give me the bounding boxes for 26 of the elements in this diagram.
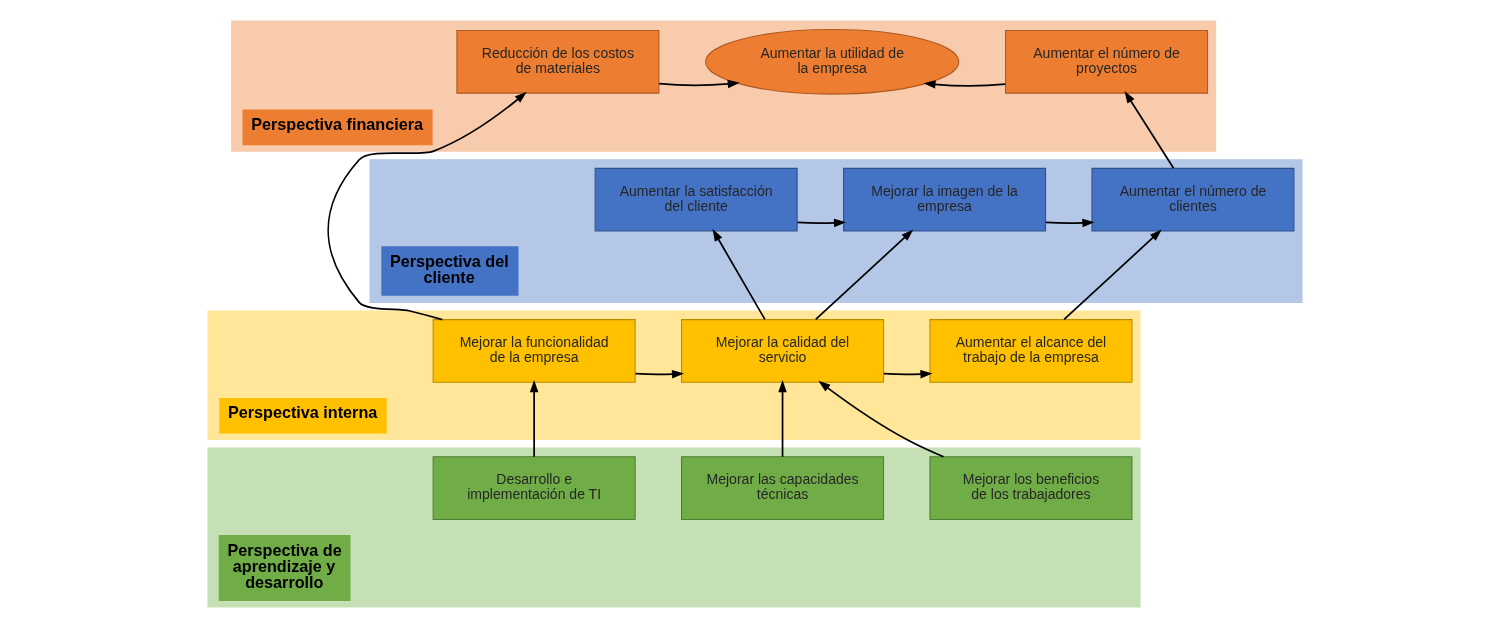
arrow [817,380,944,458]
node-box: Aumentar el alcance del trabajo de la empresa [928,319,1132,383]
node-box: Aumentar la satisfacción del cliente [594,167,798,232]
arrow [882,369,932,379]
arrow [777,380,787,458]
node-box: Mejorar la imagen de la empresa [842,167,1046,232]
node-box: Mejorar las capacidades técnicas [680,456,884,520]
arrow [326,91,527,321]
arrow [1062,229,1162,321]
arrow [712,229,766,321]
node-box: Mejorar los beneficios de los trabajadores [928,456,1132,520]
node-box: Desarrollo e implementación de TI [432,456,636,520]
arrow [1123,91,1174,170]
node-box: Mejorar la calidad del servicio [680,319,884,383]
arrow [814,229,913,321]
node-box: Mejorar la funcionalidad de la empresa [432,319,636,383]
node-box: Reducción de los costos de materiales [455,29,659,94]
node-box: Aumentar el número de proyectos [1004,29,1208,94]
node-ellipse: Aumentar la utilidad de la empresa [704,29,959,95]
arrow [529,380,538,458]
arrow [796,218,846,228]
node-box: Aumentar el número de clientes [1090,167,1294,232]
arrow [657,79,740,89]
arrow [634,369,684,379]
arrow [1044,218,1094,228]
arrow [922,80,1006,89]
